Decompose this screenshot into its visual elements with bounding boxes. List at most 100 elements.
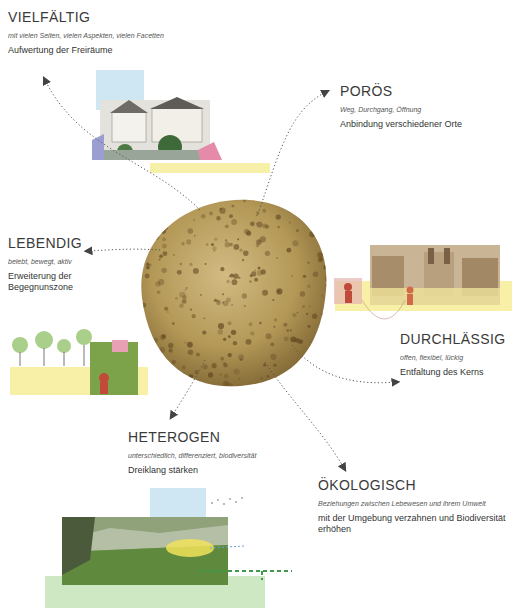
sponge-pore [303,275,306,278]
sponge-pore [206,243,209,246]
sponge-pore [257,270,263,276]
figure [99,373,109,383]
sponge-pore [208,372,213,377]
sponge-pore [249,322,253,326]
sponge-pore [278,226,280,228]
sponge-pore [162,334,166,338]
sponge-pore [220,357,224,361]
sponge-pore [203,364,208,369]
sponge-pore [136,305,141,310]
concept-text: Aufwertung der Freiräume [8,45,204,56]
concept-heading: HETEROGEN [128,429,314,446]
sponge-pore [216,196,220,200]
dotted-arrow [88,249,160,251]
sponge-pore [186,287,188,289]
sponge-pore [267,375,269,377]
sponge-pore [289,221,291,223]
sponge-pore [193,268,199,274]
sponge-pore [240,358,243,361]
sponge-pore [146,266,150,270]
sponge-pore [262,209,266,213]
sponge-pore [184,341,186,343]
sponge-pore [228,335,231,338]
sponge-pore [188,381,190,383]
sponge-pore [254,270,256,272]
sponge-pore [189,374,194,379]
concept-block: DURCHLÄSSIG offen, flexibel, lückigEntfal… [398,330,508,379]
concept-subtitle: Beziehungen zwischen Lebewesen und ihrem… [318,499,506,508]
trees [12,329,92,353]
sponge-pore [136,289,140,293]
sponge-pore [136,384,141,389]
sponge-pore [321,214,325,218]
sponge-pore [162,244,167,249]
sponge-pore [159,259,161,261]
concept-heading: VIELFÄLTIG [8,9,204,26]
sponge-pore [212,246,216,250]
sponge-pore [218,323,224,329]
sponge-pore [188,380,192,384]
sponge-pore [263,364,266,367]
sponge-pore [243,251,248,256]
sponge-pore [181,242,184,245]
sponge-pore [307,378,310,381]
sponge-pore [290,336,296,342]
sponge-pore [326,285,328,287]
sponge-pore [304,354,307,357]
sponge-pore [225,239,228,242]
sponge-pore [168,348,172,352]
sponge-pore [227,383,233,389]
sponge-pore [274,319,277,322]
sponge-pore [196,353,200,357]
sponge-pore [232,279,238,285]
sponge-pore [174,376,178,380]
sponge-pore [300,201,302,203]
sponge-pore [290,329,292,331]
figure [407,294,413,305]
sponge-pore [167,194,173,200]
sponge-pore [322,209,328,215]
sponge-pore [205,263,207,265]
sponge-pore [223,338,226,341]
sponge-pore [307,261,310,264]
dotted-arrow [45,80,200,210]
sponge-pore [273,326,275,328]
sponge-pore [262,223,267,228]
sponge-pore [189,263,192,266]
sponge-pore [324,250,326,252]
sponge-pore [278,376,280,378]
sponge-pore [299,366,304,371]
sponge-pore [311,350,313,352]
sponge-pore [139,243,141,245]
sponge-pore [228,353,232,357]
sponge-pore [153,223,155,225]
sponge-pore [238,277,240,279]
sponge-pore [238,378,240,380]
sponge-pore [291,275,293,277]
sponge-pore [162,238,166,242]
sponge-pore [270,354,276,360]
sponge-pore [263,197,265,199]
sponge-pore [155,281,160,286]
sponge-pore [258,266,261,269]
sponge-pore [151,226,153,228]
sponge-pore [229,197,231,199]
sponge-pore [231,304,233,306]
sponge-pore [256,211,260,215]
sponge-pore [154,234,159,239]
concept-heading: DURCHLÄSSIG [400,331,506,348]
sponge-pore [306,220,308,222]
sponge-pore [222,293,224,295]
sponge-pore [161,196,166,201]
sponge-pore [321,313,324,316]
sponge-pore [297,312,299,314]
concept-text: Entfaltung des Kerns [400,367,506,378]
sponge-pore [147,244,151,248]
sponge-pore [224,374,229,379]
sponge-pore [262,290,268,296]
concept-subtitle: offen, flexibel, lückig [400,353,506,362]
sponge-pore [168,343,173,348]
figure [345,291,352,303]
sponge-pore [230,274,234,278]
